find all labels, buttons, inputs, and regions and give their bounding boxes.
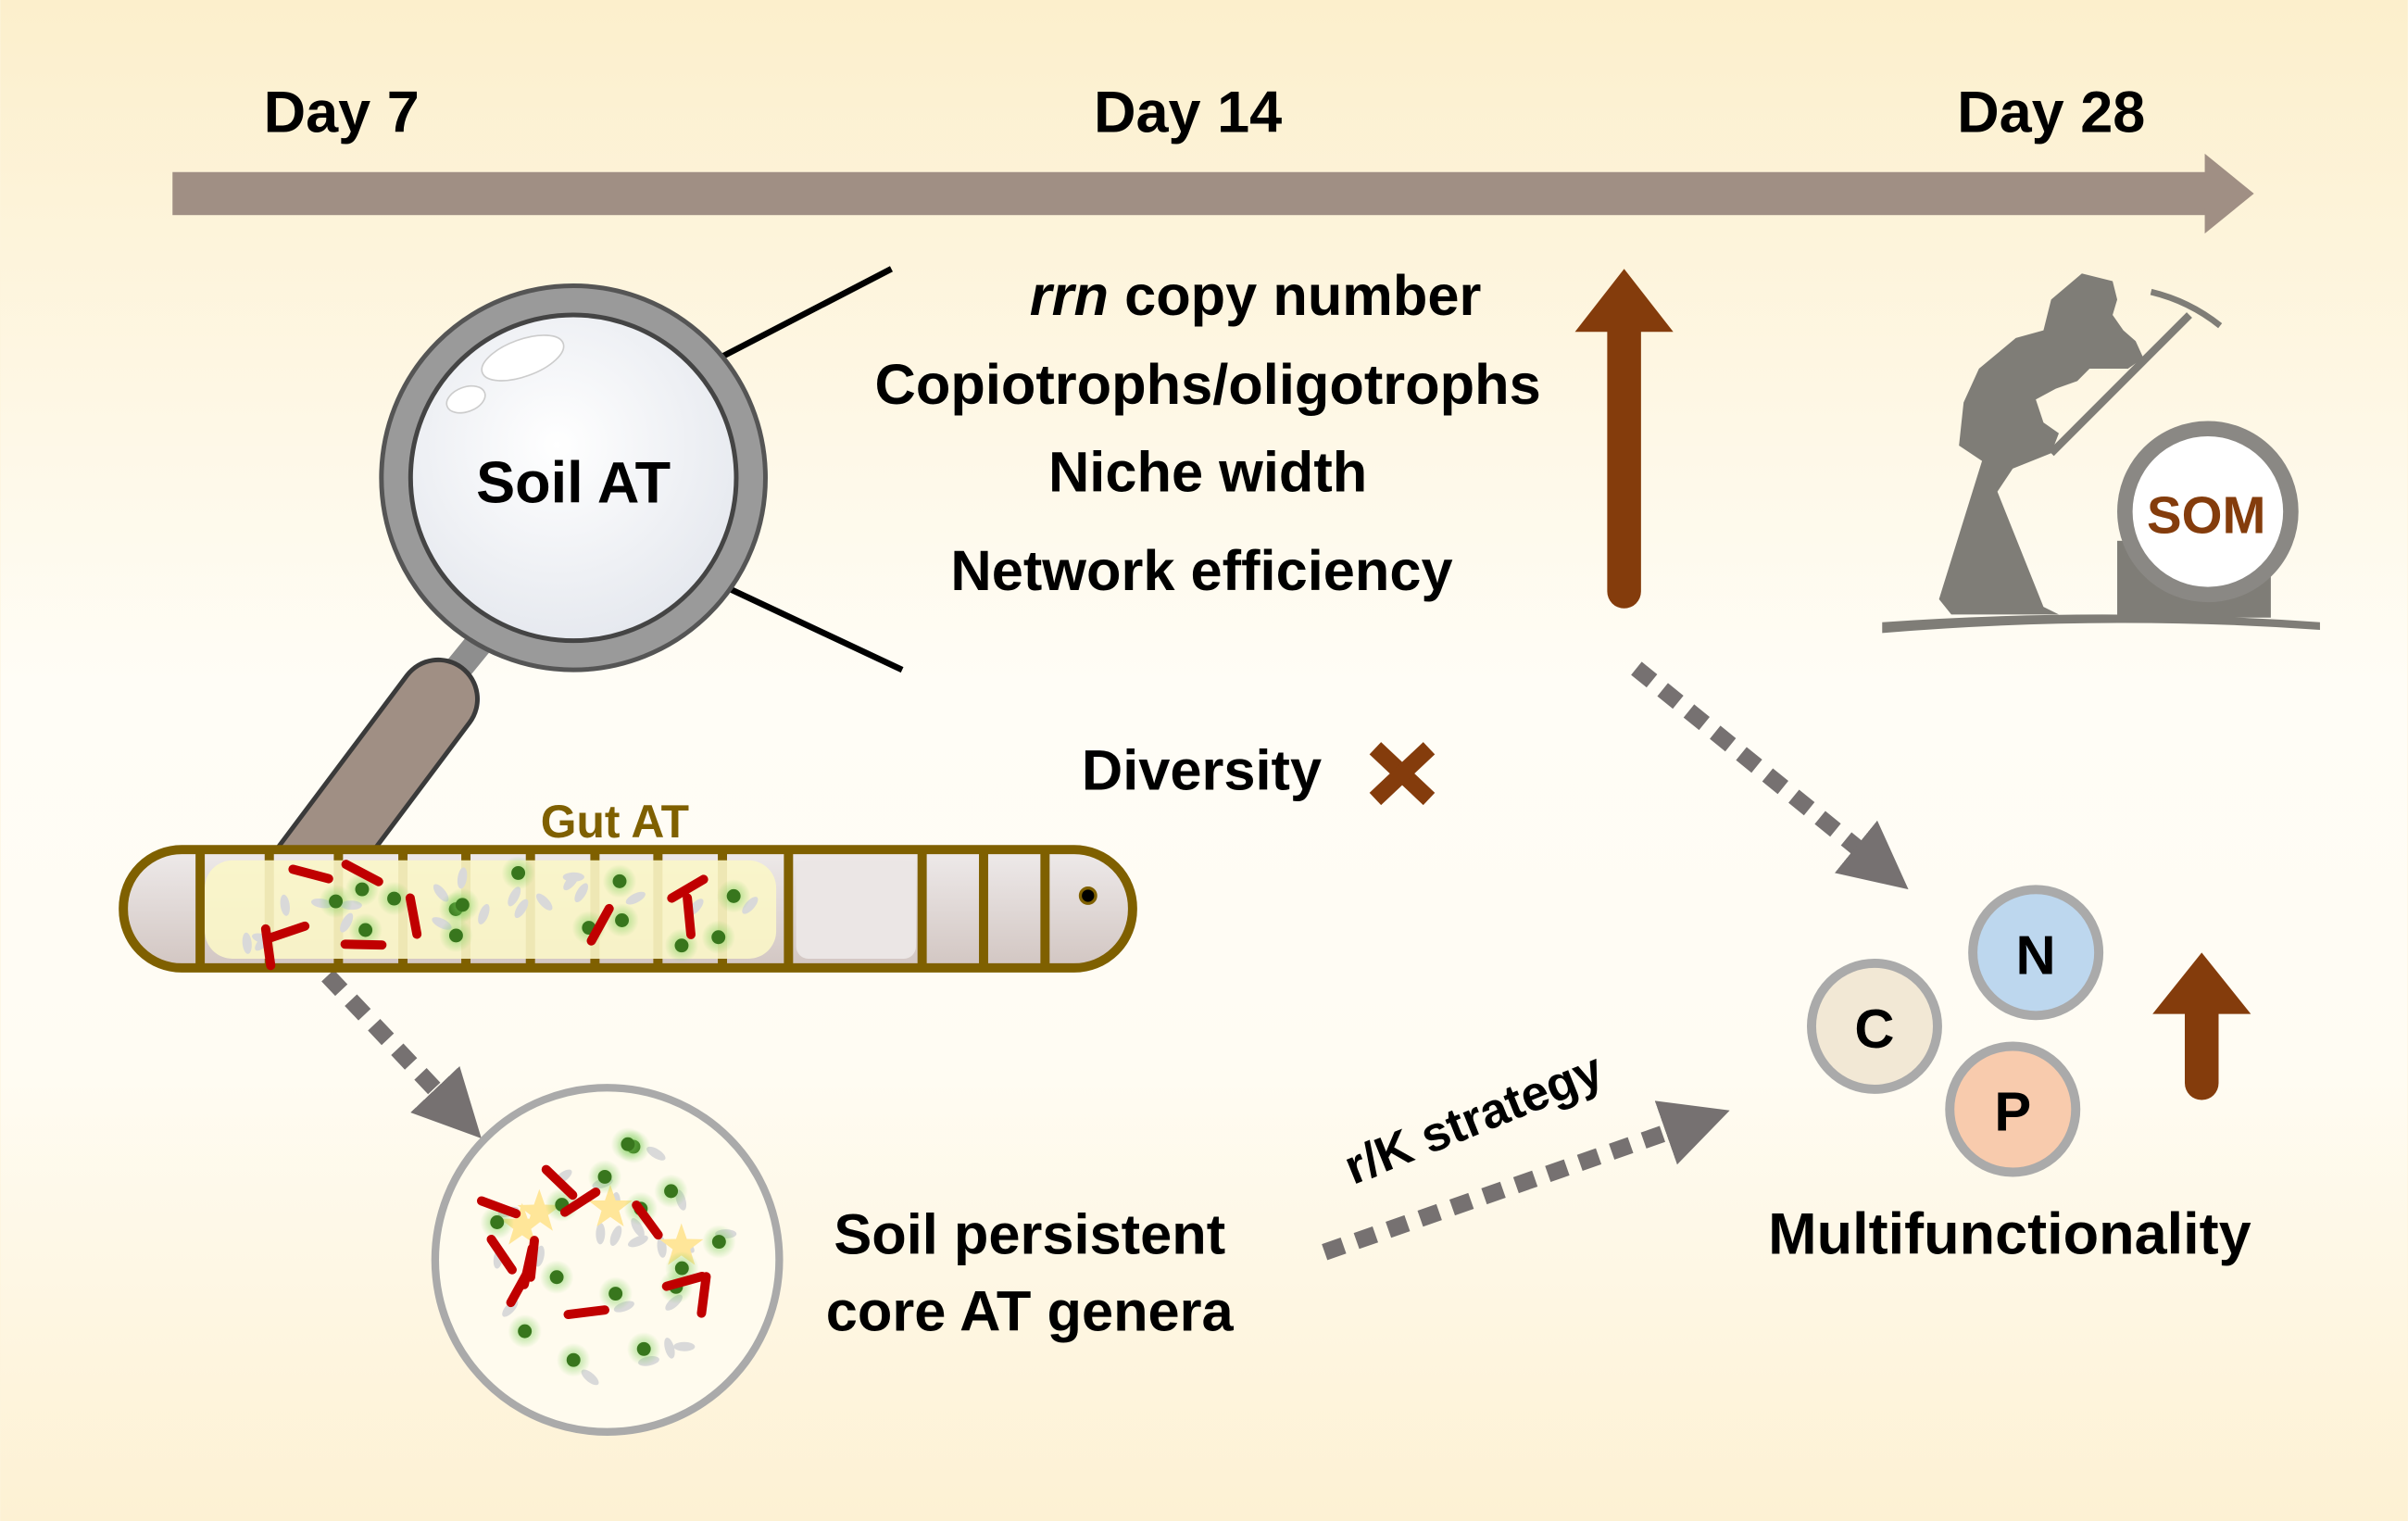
green-bacterium: [726, 888, 741, 903]
copiotrophs-label: Copiotrophs/oligotrophs: [875, 353, 1541, 417]
red-bacterium: [506, 1265, 533, 1308]
gray-bacterium: [478, 903, 490, 924]
core-bacteria: [476, 1127, 737, 1386]
green-bacterium: [387, 891, 402, 906]
green-bacterium: [455, 898, 470, 912]
day-14-label: Day 14: [1094, 81, 1282, 145]
som-label: SOM: [2147, 486, 2265, 545]
red-bacterium: [696, 1272, 711, 1318]
green-bacterium: [511, 865, 526, 880]
red-bacterium: [476, 1196, 521, 1219]
carbon-label: C: [1854, 998, 1894, 1060]
green-bacterium: [566, 1352, 581, 1367]
red-bacterium: [341, 860, 383, 886]
green-bacterium: [608, 1287, 623, 1301]
copy-number-text: copy number: [1109, 264, 1481, 328]
no-change-x-icon: [1369, 742, 1436, 806]
red-bacterium: [586, 903, 614, 946]
gray-bacterium: [625, 891, 646, 905]
green-bacterium: [674, 1261, 689, 1276]
red-bacterium: [563, 1305, 609, 1320]
day-7-label: Day 7: [264, 81, 420, 145]
diversity-label: Diversity: [1082, 739, 1322, 803]
star-bacterium: [500, 1202, 545, 1245]
nitrogen-label: N: [2016, 924, 2056, 987]
miner-silhouette-icon: [1882, 273, 2320, 634]
gray-bacterium: [664, 1338, 675, 1359]
green-bacterium: [448, 928, 463, 943]
red-bacterium: [525, 1236, 539, 1282]
dotted-arrow-to-multifunctionality: [1631, 661, 1909, 890]
green-bacterium: [549, 1270, 564, 1285]
gray-bacterium: [457, 867, 468, 889]
green-bacterium: [518, 1324, 533, 1339]
timeline-arrow: [172, 153, 2254, 234]
gray-bacterium: [242, 932, 252, 954]
gut-at-label: Gut AT: [541, 796, 689, 848]
red-bacterium: [288, 864, 333, 884]
gray-bacterium: [581, 1369, 599, 1386]
network-efficiency-label: Network efficiency: [950, 539, 1452, 603]
gray-bacterium: [514, 899, 529, 919]
gray-bacterium: [628, 1235, 648, 1248]
green-bacterium: [597, 1169, 612, 1184]
multifunctionality-label: Multifunctionality: [1768, 1201, 2251, 1266]
green-bacterium: [711, 1235, 726, 1250]
gut-bacteria: [242, 856, 759, 971]
red-bacterium: [405, 893, 422, 939]
gray-bacterium: [340, 912, 354, 933]
star-bacterium: [659, 1223, 704, 1265]
green-bacterium: [615, 913, 630, 927]
star-bacterium: [588, 1184, 633, 1227]
star-bacterium: [517, 1188, 562, 1231]
red-bacterium: [541, 1164, 578, 1200]
gray-bacterium: [574, 883, 589, 903]
red-bacterium: [559, 1188, 601, 1217]
rrn-italic: rrn: [1030, 264, 1109, 328]
gray-bacterium: [609, 1226, 622, 1246]
core-genera-circle: [431, 1084, 784, 1436]
green-bacterium: [358, 923, 373, 937]
multifunctionality-increase-arrow-icon: [2152, 952, 2251, 1100]
soil-at-label: Soil AT: [476, 450, 671, 515]
core-line-2: core AT genera: [826, 1279, 1235, 1343]
red-bacterium: [340, 939, 387, 950]
green-bacterium: [664, 1184, 679, 1199]
carbon-circle: [1806, 958, 1942, 1094]
green-bacterium: [711, 930, 726, 945]
increase-arrow-icon: [1574, 269, 1674, 609]
gray-bacterium: [535, 893, 553, 911]
red-bacterium: [661, 1271, 708, 1291]
phosphorus-label: P: [1994, 1081, 2031, 1143]
green-bacterium: [490, 1215, 505, 1229]
red-bacterium: [683, 893, 696, 939]
nitrogen-circle: [1968, 885, 2104, 1021]
green-bacterium: [612, 874, 627, 888]
phosphorus-circle: [1945, 1041, 2081, 1177]
gray-bacterium: [673, 1341, 696, 1351]
gray-bacterium: [596, 1223, 606, 1245]
gray-bacterium: [563, 873, 580, 891]
red-bacterium: [265, 921, 310, 943]
red-bacterium: [486, 1234, 517, 1275]
rrn-copy-number-label: rrn copy number: [1030, 264, 1482, 328]
green-bacterium: [329, 894, 344, 909]
gray-bacterium: [646, 1146, 666, 1161]
magnifier-icon: [258, 266, 904, 925]
gray-bacterium: [280, 894, 290, 916]
red-bacterium: [632, 1200, 663, 1240]
gray-bacterium: [508, 886, 521, 907]
green-bacterium: [674, 938, 689, 953]
gray-bacterium: [742, 897, 759, 914]
niche-width-label: Niche width: [1048, 441, 1367, 505]
green-bacterium: [621, 1137, 635, 1151]
core-line-1: Soil persistent: [834, 1202, 1225, 1266]
green-bacterium: [636, 1341, 651, 1356]
day-28-label: Day 28: [1957, 81, 2145, 145]
green-bacterium: [355, 882, 370, 897]
red-bacterium: [667, 874, 709, 903]
